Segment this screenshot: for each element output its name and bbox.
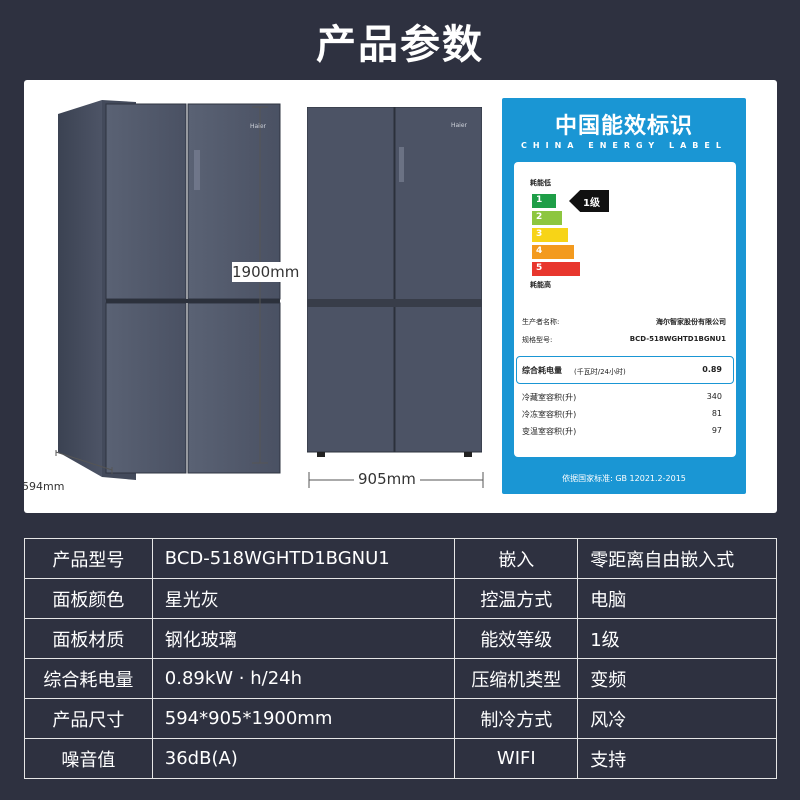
current-grade-arrow: 1级 [569, 190, 609, 212]
freezer-volume-label: 冷冻室容积(升) [522, 410, 577, 419]
model-label: 规格型号: [522, 336, 553, 344]
consumption-box [516, 356, 734, 384]
product-image-panel: Haier 594mm 1900mm Haier 905mm 中国能效标识 CH… [24, 80, 777, 513]
energy-label: 中国能效标识 CHINA ENERGY LABEL 耗能低 1 2 3 4 5 … [502, 98, 746, 494]
freezer-volume-value: 81 [711, 409, 722, 418]
energy-label-body: 耗能低 1 2 3 4 5 耗能高 1级 生产者名称: 海尔智家股份有限公司 规… [514, 162, 736, 457]
grade-bar-1: 1 [532, 194, 556, 208]
spec-value: 1级 [577, 618, 777, 659]
width-label: 905mm [354, 470, 420, 488]
manufacturer-value: 海尔智家股份有限公司 [656, 318, 726, 326]
spec-value: 电脑 [577, 578, 777, 619]
grade-bar-5: 5 [532, 262, 580, 276]
fridge-perspective-image: Haier [58, 100, 281, 480]
depth-dimension-line [55, 450, 113, 474]
grade-bar-4: 4 [532, 245, 574, 259]
consumption-label: 综合耗电量 [522, 366, 562, 375]
fridge-volume-label: 冷藏室容积(升) [522, 393, 577, 402]
height-dimension-line [252, 106, 268, 464]
grade-bar-2: 2 [532, 211, 562, 225]
energy-label-standard: 依据国家标准: GB 12021.2-2015 [562, 474, 686, 483]
fridge-front-image: Haier [307, 107, 482, 457]
spec-key: 产品型号 [24, 538, 153, 579]
consumption-unit: (千瓦时/24小时) [574, 368, 626, 376]
spec-value: 零距离自由嵌入式 [577, 538, 777, 579]
spec-row: 面板颜色星光灰控温方式电脑 [24, 578, 777, 619]
grade-bar-3: 3 [532, 228, 568, 242]
spec-value: 36dB(A) [151, 738, 456, 779]
spec-value: 支持 [577, 738, 777, 779]
spec-key: 噪音值 [24, 738, 153, 779]
energy-label-subtitle: CHINA ENERGY LABEL [521, 141, 727, 150]
svg-text:Haier: Haier [451, 122, 468, 129]
manufacturer-label: 生产者名称: [522, 318, 560, 326]
page-title: 产品参数 [316, 22, 484, 68]
depth-label: 594mm [24, 480, 65, 493]
model-value: BCD-518WGHTD1BGNU1 [629, 335, 726, 343]
spec-key: 制冷方式 [454, 698, 579, 739]
height-label: 1900mm [232, 262, 300, 282]
spec-value: 594*905*1900mm [151, 698, 456, 739]
variable-volume-value: 97 [711, 426, 722, 435]
variable-volume-label: 变温室容积(升) [522, 427, 577, 436]
spec-key: 面板颜色 [24, 578, 153, 619]
spec-key: 综合耗电量 [24, 658, 153, 699]
spec-key: 能效等级 [454, 618, 579, 659]
spec-value: 0.89kW · h/24h [151, 658, 456, 699]
low-consumption-label: 耗能低 [530, 179, 551, 187]
high-consumption-label: 耗能高 [530, 281, 551, 289]
spec-value: 变频 [577, 658, 777, 699]
spec-value: 风冷 [577, 698, 777, 739]
spec-value: 星光灰 [151, 578, 456, 619]
energy-label-title: 中国能效标识 [554, 114, 693, 139]
spec-key: WIFI [454, 738, 579, 779]
spec-key: 控温方式 [454, 578, 579, 619]
spec-key: 嵌入 [454, 538, 579, 579]
spec-key: 面板材质 [24, 618, 153, 659]
spec-key: 产品尺寸 [24, 698, 153, 739]
consumption-value: 0.89 [702, 365, 722, 374]
fridge-volume-value: 340 [706, 392, 722, 401]
spec-value: 钢化玻璃 [151, 618, 456, 659]
spec-key: 压缩机类型 [454, 658, 579, 699]
spec-value: BCD-518WGHTD1BGNU1 [151, 538, 456, 579]
svg-text:Haier: Haier [250, 123, 267, 130]
